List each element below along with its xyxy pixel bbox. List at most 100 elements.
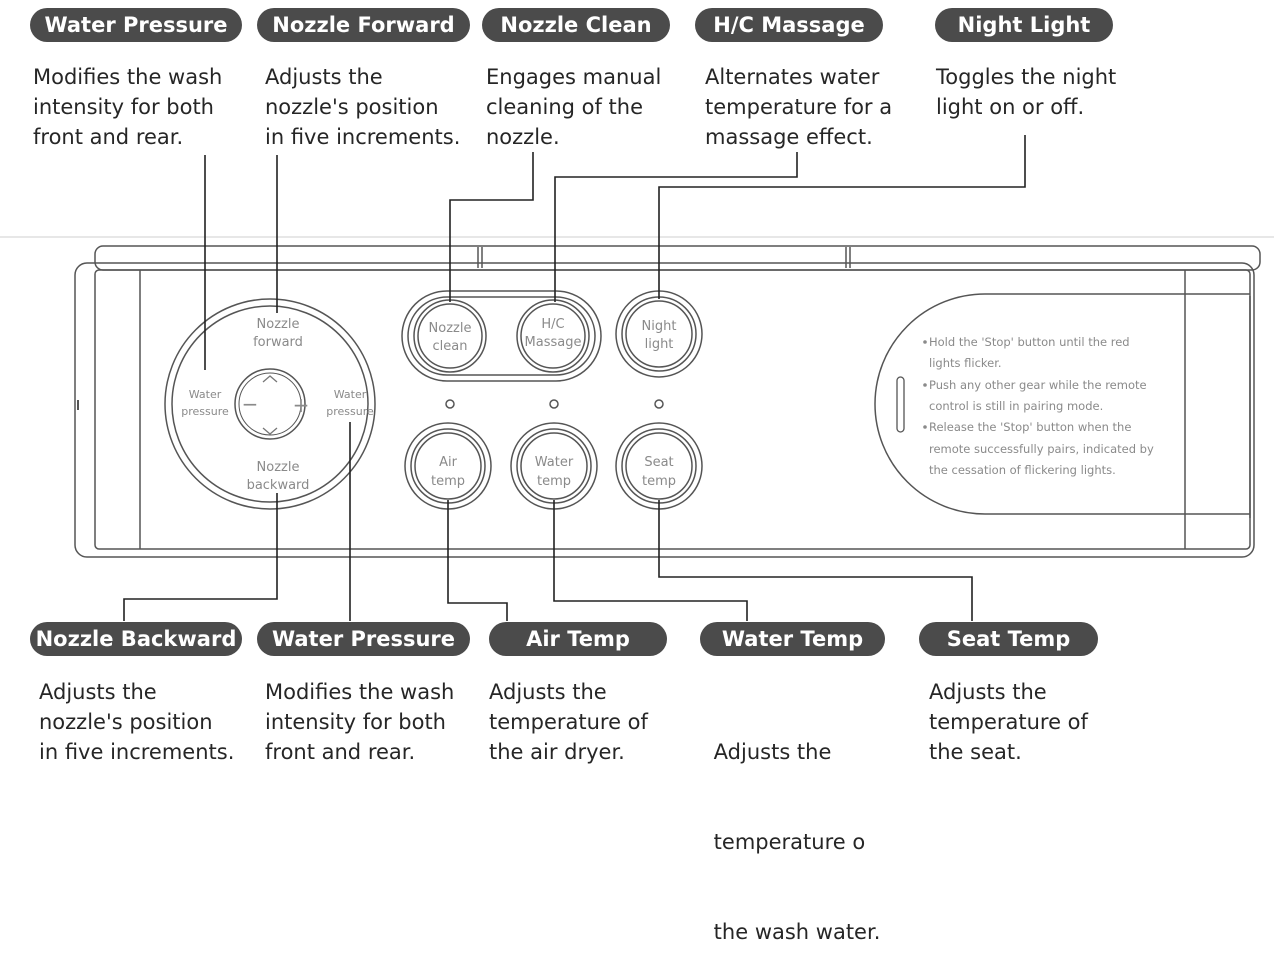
pairing-line-4: control is still in pairing mode. [929,399,1103,413]
water-temp-title: Water Temp [700,622,885,656]
hc-massage-desc: Alternates water temperature for a massa… [705,62,892,152]
chevron-down-icon[interactable] [262,427,278,435]
dial-minus-icon[interactable]: − [242,392,259,416]
water-pressure-bottom-title: Water Pressure [257,622,470,656]
nozzle-forward-title: Nozzle Forward [257,8,470,42]
nozzle-forward-desc: Adjusts the nozzle's position in five in… [265,62,460,152]
chevron-up-icon[interactable] [262,375,278,383]
seat-temp-label-2: temp [642,474,676,489]
desc-line: Adjusts the [489,680,607,704]
pairing-line-1: Hold the 'Stop' button until the red [929,335,1130,349]
indicator-led-2 [549,399,559,409]
desc-line: Toggles the night [936,65,1117,89]
water-pressure-bottom-desc: Modifies the wash intensity for both fro… [265,677,454,767]
pairing-line-2: lights flicker. [929,356,1002,370]
pairing-indicator-slot [896,376,905,433]
leader-hc-massage [554,152,798,302]
dial-control [164,298,376,510]
night-light-label-2: light [645,337,674,352]
hc-massage-title: H/C Massage [695,8,883,42]
pairing-line-5: Release the 'Stop' button when the [929,420,1131,434]
desc-line: in five increments. [265,125,461,149]
desc-line: temperature o [707,830,866,854]
air-temp-desc: Adjusts the temperature of the air dryer… [489,677,648,767]
desc-line: Adjusts the [265,65,383,89]
seat-temp-title: Seat Temp [919,622,1098,656]
leader-seat-temp [658,500,973,621]
desc-line: the air dryer. [489,740,625,764]
water-temp-label-1: Water [535,455,574,470]
desc-line: temperature of [489,710,648,734]
desc-line: light on or off. [936,95,1085,119]
night-light-button[interactable] [615,290,703,378]
leader-nozzle-backward [123,493,278,621]
desc-line: Modifies the wash [33,65,223,89]
leader-lines [123,135,1026,621]
remote-panel-diagram: + − Nozzle forward Nozzle backward Water… [0,135,1274,621]
water-temp-label-2: temp [537,474,571,489]
leader-water-temp [553,500,748,621]
desc-line: intensity for both [33,95,214,119]
desc-line: the seat. [929,740,1022,764]
desc-line: Engages manual [486,65,662,89]
night-light-desc: Toggles the night light on or off. [936,62,1116,122]
pairing-line-6: remote successfully pairs, indicated by [929,442,1154,456]
desc-line: temperature for a [705,95,893,119]
hc-massage-button[interactable] [516,299,590,373]
dial-center-button[interactable] [234,368,306,440]
nozzle-clean-label-1: Nozzle [429,321,472,336]
pairing-panel [874,293,1250,515]
nozzle-clean-button[interactable] [413,299,487,373]
leader-nozzle-clean [449,152,534,302]
desc-line: front and rear. [33,125,184,149]
indicator-led-3 [654,399,664,409]
desc-line: Adjusts the [39,680,157,704]
desc-line: Alternates water [705,65,880,89]
hc-massage-label-2: Massage [525,335,582,350]
night-light-title: Night Light [935,8,1113,42]
water-pressure-top-title: Water Pressure [30,8,242,42]
dial-plus-icon[interactable]: + [293,393,310,417]
air-temp-label-1: Air [439,455,458,470]
dial-label-bottom-2: backward [247,478,310,493]
desc-line: the wash water. [707,920,881,944]
air-temp-title: Air Temp [489,622,667,656]
nozzle-clean-desc: Engages manual cleaning of the nozzle. [486,62,661,152]
desc-line: in five increments. [39,740,235,764]
desc-line: front and rear. [265,740,416,764]
leader-air-temp [447,500,508,621]
air-temp-label-2: temp [431,474,465,489]
pairing-line-3: Push any other gear while the remote [929,378,1147,392]
desc-line: intensity for both [265,710,446,734]
water-temp-desc: Adjusts the temperature o the wash water… [707,677,881,977]
desc-line: temperature of [929,710,1088,734]
desc-line: Adjusts the [707,740,832,764]
water-pressure-top-desc: Modifies the wash intensity for both fro… [33,62,222,152]
desc-line: cleaning of the [486,95,644,119]
hc-massage-label-1: H/C [541,317,564,332]
desc-line: nozzle. [486,125,560,149]
nozzle-backward-title: Nozzle Backward [30,622,242,656]
indicator-led-1 [445,399,455,409]
nozzle-clean-label-2: clean [433,339,468,354]
device-body [74,245,1261,558]
dial-label-left-1: Water [189,388,222,401]
dial-label-right-2: pressure [326,405,374,418]
dial-label-top-1: Nozzle [257,317,300,332]
top-button-group [401,290,602,382]
leader-night-light [658,135,1026,299]
desc-line: Adjusts the [929,680,1047,704]
nozzle-backward-desc: Adjusts the nozzle's position in five in… [39,677,234,767]
desc-line: nozzle's position [265,95,439,119]
night-light-label-1: Night [642,319,677,334]
desc-line: massage effect. [705,125,873,149]
seat-temp-desc: Adjusts the temperature of the seat. [929,677,1088,767]
seat-temp-label-1: Seat [644,455,673,470]
desc-line: Modifies the wash [265,680,455,704]
desc-line: nozzle's position [39,710,213,734]
pairing-instructions: Hold the 'Stop' button until the red lig… [923,335,1154,477]
dial-label-left-2: pressure [181,405,229,418]
dial-label-bottom-1: Nozzle [257,460,300,475]
nozzle-clean-title: Nozzle Clean [482,8,670,42]
pairing-line-7: the cessation of flickering lights. [929,463,1116,477]
